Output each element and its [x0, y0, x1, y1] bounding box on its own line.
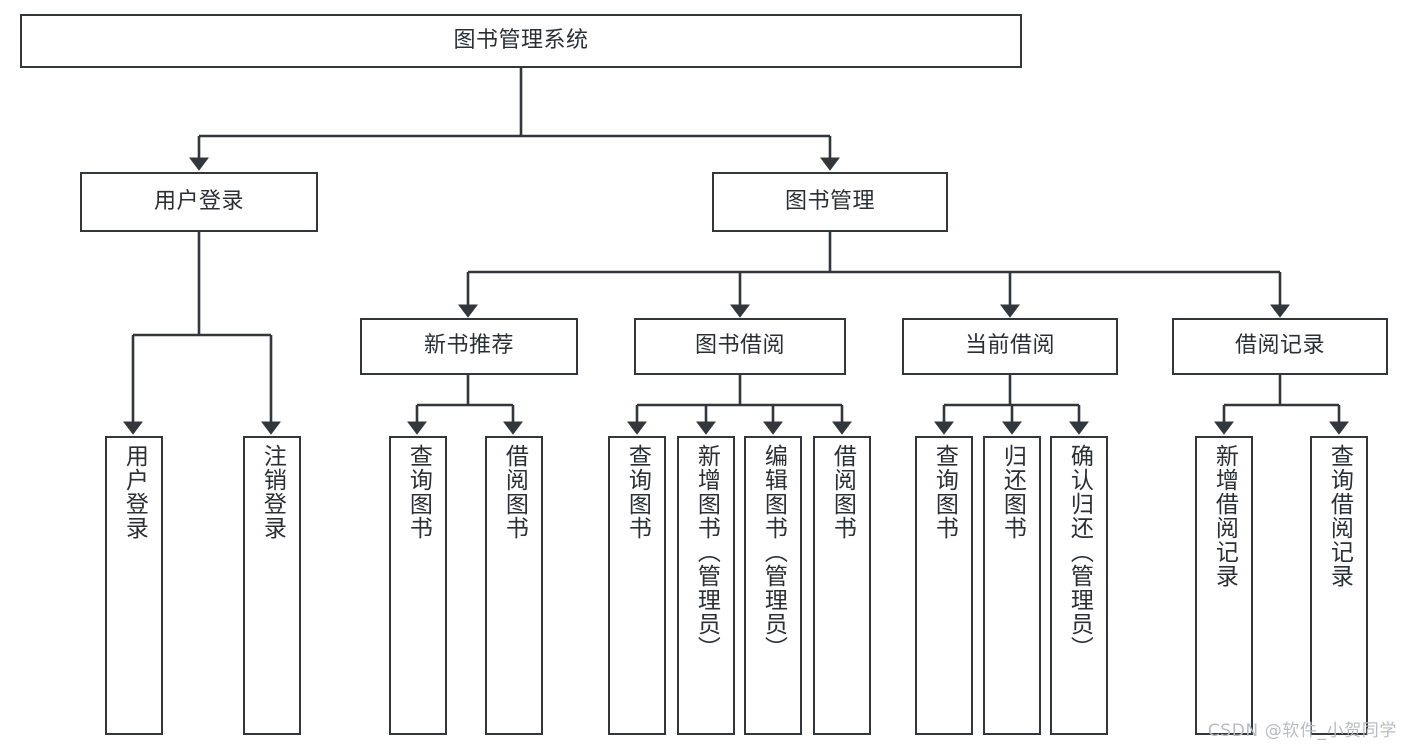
node-label: 借阅图书	[501, 444, 528, 540]
leaf-confirm-return-admin[interactable]: 确认归还（管理员）	[1050, 436, 1108, 735]
node-label: 图书管理	[784, 188, 875, 214]
leaf-query-book-recommend[interactable]: 查询图书	[389, 436, 447, 735]
node-label: 当前借阅	[964, 333, 1055, 359]
node-label: 查询图书	[624, 444, 651, 540]
node-borrow-record[interactable]: 借阅记录	[1172, 318, 1388, 375]
node-label: 图书管理系统	[453, 27, 589, 53]
node-label: 查询借阅记录	[1326, 444, 1353, 588]
node-new-book-recommend[interactable]: 新书推荐	[360, 318, 578, 375]
node-book-management[interactable]: 图书管理	[712, 172, 948, 232]
node-user-login[interactable]: 用户登录	[80, 172, 318, 232]
node-label: 确认归还（管理员）	[1066, 444, 1093, 660]
leaf-borrow-book-recommend[interactable]: 借阅图书	[485, 436, 543, 735]
node-label: 新增图书（管理员）	[693, 444, 720, 660]
node-root-book-management-system[interactable]: 图书管理系统	[20, 14, 1022, 68]
node-label: 注销登录	[259, 444, 286, 540]
node-label: 图书借阅	[694, 333, 785, 359]
leaf-query-book-current[interactable]: 查询图书	[915, 436, 973, 735]
node-label: 归还图书	[999, 444, 1026, 540]
node-book-borrow[interactable]: 图书借阅	[634, 318, 846, 375]
node-label: 新增借阅记录	[1211, 444, 1238, 588]
node-label: 用户登录	[153, 188, 244, 214]
node-label: 用户登录	[121, 444, 148, 540]
leaf-add-borrow-record[interactable]: 新增借阅记录	[1195, 436, 1253, 735]
leaf-borrow-book[interactable]: 借阅图书	[813, 436, 871, 735]
node-label: 查询图书	[405, 444, 432, 540]
leaf-query-borrow-record[interactable]: 查询借阅记录	[1310, 436, 1368, 735]
node-current-borrow[interactable]: 当前借阅	[902, 318, 1118, 375]
leaf-logout[interactable]: 注销登录	[243, 436, 301, 735]
node-label: 借阅图书	[829, 444, 856, 540]
csdn-watermark: CSDN @软件_小贺同学	[1207, 721, 1397, 741]
leaf-add-book-admin[interactable]: 新增图书（管理员）	[677, 436, 735, 735]
leaf-user-login[interactable]: 用户登录	[105, 436, 163, 735]
node-label: 新书推荐	[423, 333, 514, 359]
leaf-edit-book-admin[interactable]: 编辑图书（管理员）	[744, 436, 802, 735]
leaf-query-book-borrow[interactable]: 查询图书	[608, 436, 666, 735]
node-label: 编辑图书（管理员）	[760, 444, 787, 660]
node-label: 查询图书	[931, 444, 958, 540]
leaf-return-book[interactable]: 归还图书	[983, 436, 1041, 735]
node-label: 借阅记录	[1234, 333, 1325, 359]
